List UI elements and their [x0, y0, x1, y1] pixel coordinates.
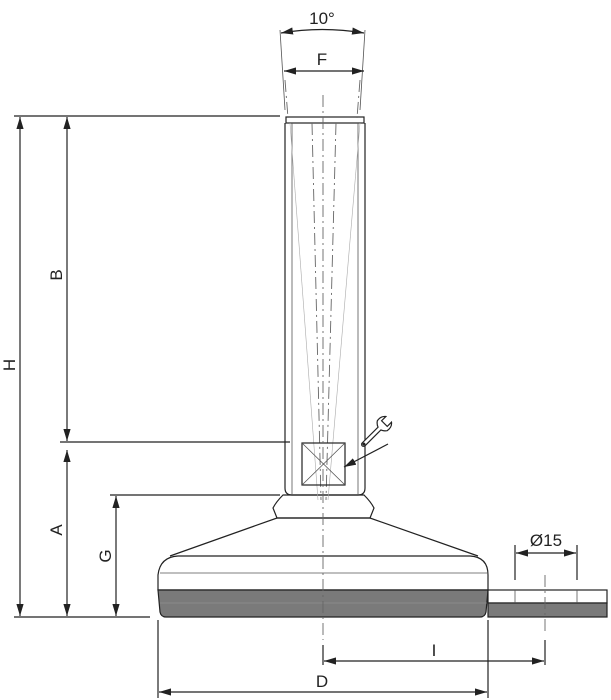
wrench-leader	[343, 443, 389, 468]
angle-label: 10°	[309, 9, 335, 28]
b-label: B	[47, 269, 66, 280]
f-label: F	[317, 50, 327, 69]
wrench-icon	[361, 415, 393, 447]
g-label: G	[96, 549, 115, 562]
collar	[272, 494, 375, 519]
hex-key-socket	[301, 442, 346, 486]
i-label: I	[432, 641, 437, 660]
d-label: D	[316, 672, 328, 691]
angle-dimension	[280, 27, 365, 35]
h-label: H	[0, 359, 19, 371]
base-cone	[169, 517, 479, 557]
mounting-tab	[487, 589, 608, 618]
threaded-stud	[284, 116, 366, 501]
a-label: A	[47, 524, 66, 536]
hole-diameter-label: Ø15	[530, 531, 562, 550]
